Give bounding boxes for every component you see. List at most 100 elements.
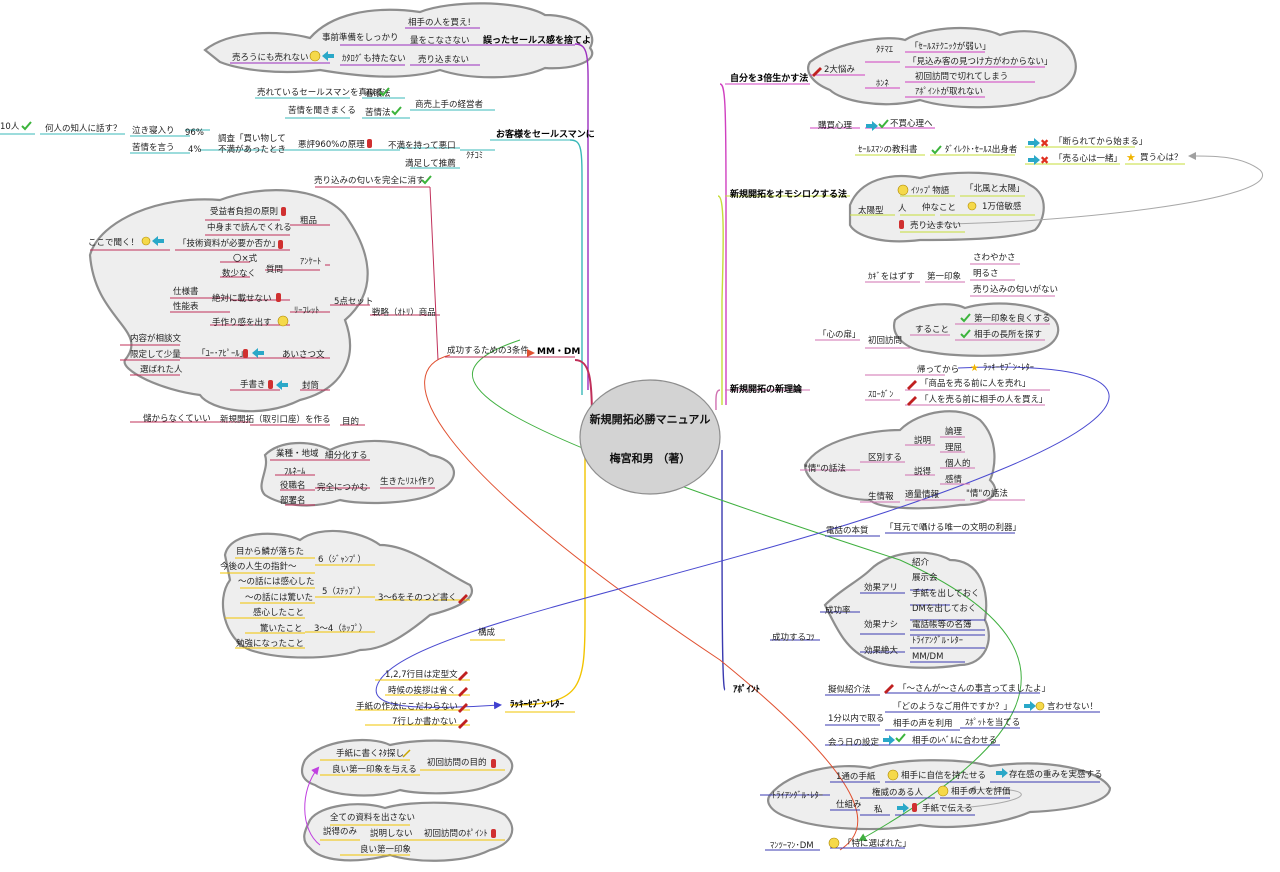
node[interactable]: 事前準備をしっかり	[322, 32, 399, 43]
node[interactable]: 勉強になったこと	[236, 638, 304, 649]
node[interactable]: 私	[874, 805, 883, 815]
node[interactable]: 「心の扉」	[818, 329, 861, 340]
node[interactable]: 擬似紹介法	[828, 684, 871, 695]
node[interactable]: 目から鱗が落ちた	[236, 546, 304, 557]
node[interactable]: 不満があったとき	[218, 144, 286, 155]
node[interactable]: 驚いたこと	[260, 623, 303, 634]
node[interactable]: 満足して推薦	[405, 158, 456, 169]
node[interactable]: 手紙を出しておく	[912, 588, 980, 599]
node[interactable]: 量をこなさない	[410, 36, 470, 46]
node[interactable]: 〇×式	[233, 253, 258, 264]
node[interactable]: 質問	[266, 264, 283, 275]
node[interactable]: ｸﾁｺﾐ	[466, 151, 483, 161]
node[interactable]: 「特に選ばれた」	[843, 838, 911, 849]
node[interactable]: 明るさ	[973, 269, 999, 279]
node[interactable]: 個人的	[945, 458, 971, 469]
node[interactable]: 1,2,7行目は定型文	[385, 669, 458, 680]
node[interactable]: ｱﾎﾟｲﾝﾄが取れない	[915, 86, 983, 97]
node[interactable]: "情"の話法	[966, 488, 1008, 499]
node[interactable]: 不買心理へ	[890, 119, 933, 129]
node[interactable]: 4%	[188, 145, 202, 155]
node[interactable]: 売ろうにも売れない	[232, 52, 309, 63]
node[interactable]: 何人の知人に話す？	[45, 123, 122, 134]
node[interactable]: 全ての資料を出さない	[330, 812, 415, 823]
node[interactable]: 内容が相談文	[130, 333, 182, 344]
node[interactable]: 「売る心は一緒」	[1054, 153, 1122, 164]
node[interactable]: 区別する	[868, 453, 902, 463]
node[interactable]: 1分以内で取る	[828, 713, 884, 724]
node[interactable]: 仕様書	[173, 286, 199, 297]
node[interactable]: 権威のある人	[872, 787, 924, 798]
node[interactable]: 部署名	[280, 495, 306, 506]
node[interactable]: 太陽型	[858, 205, 884, 216]
node[interactable]: 「ｾｰﾙｽﾃｸﾆｯｸが弱い」	[910, 41, 991, 52]
node[interactable]: 5（ｽﾃｯﾌﾟ）	[322, 586, 366, 597]
node[interactable]: 効果アリ	[864, 582, 898, 593]
node[interactable]: 6（ｼﾞｬﾝﾌﾟ）	[318, 554, 366, 565]
node[interactable]: 購買心理	[818, 120, 853, 131]
node[interactable]: 論理	[945, 426, 963, 437]
node[interactable]: 封筒	[302, 380, 319, 391]
node[interactable]: 悪評960%の原理	[298, 139, 365, 150]
node[interactable]: 手書き	[240, 379, 266, 390]
node[interactable]: 第一印象	[927, 271, 962, 282]
node[interactable]: ｽﾎﾟｯﾄを当てる	[965, 717, 1020, 728]
node[interactable]: 感情	[945, 474, 963, 485]
node[interactable]: 展示会	[912, 572, 938, 583]
node[interactable]: 説得のみ	[323, 826, 358, 837]
node[interactable]: ここで聞く！	[88, 238, 139, 248]
node[interactable]: 7行しか書かない	[392, 716, 457, 727]
node[interactable]: 中身まで読んでくれる	[207, 222, 292, 233]
node[interactable]: 売り込まない	[418, 54, 469, 65]
node[interactable]: 「ﾕｰ･ｱﾋﾟｰﾙ」	[197, 349, 248, 359]
node[interactable]: 会う日の設定	[828, 737, 880, 748]
node[interactable]: 人	[898, 204, 907, 214]
node[interactable]: ﾗｯｷｰｾﾌﾞﾝ･ﾚﾀｰ	[983, 363, 1034, 373]
branch-triple-self[interactable]: 自分を3倍生かす法 2大悩み ﾀﾃﾏｴ 「ｾｰﾙｽﾃｸﾆｯｸが弱い」 「見込み客…	[730, 41, 1053, 131]
central-topic[interactable]	[579, 379, 721, 495]
node[interactable]: 着眼法	[365, 88, 391, 99]
node[interactable]: 効果絶大	[864, 645, 899, 656]
branch-label[interactable]: ｱﾎﾟｲﾝﾄ	[733, 683, 761, 695]
node[interactable]: 苦情を聞きまくる	[288, 105, 356, 116]
node[interactable]: 相手に自信を持たせる	[901, 770, 986, 781]
node[interactable]: 初回訪問のﾎﾟｲﾝﾄ	[424, 828, 488, 839]
node[interactable]: 手紙で伝える	[922, 803, 973, 814]
node[interactable]: あいさつ文	[282, 349, 325, 360]
node[interactable]: 言わせない！	[1047, 701, 1098, 712]
node[interactable]: 96%	[185, 128, 204, 138]
node[interactable]: 説明	[914, 435, 931, 446]
node[interactable]: 役職名	[280, 480, 306, 491]
node[interactable]: 今後の人生の指針〜	[220, 561, 297, 572]
node[interactable]: 数少なく	[222, 268, 256, 279]
node[interactable]: 手紙に書くﾈﾀ探し	[336, 748, 404, 759]
node[interactable]: 説得	[914, 466, 932, 477]
branch-label[interactable]: 自分を3倍生かす法	[730, 72, 808, 84]
node[interactable]: 新規開拓（取引口座）を作る	[220, 414, 331, 425]
node[interactable]: 効果ナシ	[864, 619, 898, 630]
node[interactable]: 適量情報	[905, 489, 940, 500]
node[interactable]: 戦略（ｵﾄﾘ）商品	[372, 307, 436, 318]
node[interactable]: 10人	[0, 122, 20, 132]
node[interactable]: 1通の手紙	[836, 771, 876, 782]
node[interactable]: 手作り感を出す	[212, 317, 272, 328]
node[interactable]: 「〜さんが〜さんの事言ってましたよ」	[898, 683, 1050, 694]
branch-appointment[interactable]: ｱﾎﾟｲﾝﾄ 電話の本質 「耳元で囁ける唯一の文明の利器」 成功するｺﾂ 成功率…	[733, 522, 1103, 851]
node[interactable]: ｽﾛｰｶﾞﾝ	[868, 390, 894, 400]
branch-three-conditions[interactable]: 成功するための3条件 MM・DM 戦略（ｵﾄﾘ）商品 5点セット 粗品 受益者負…	[88, 206, 580, 506]
node[interactable]: 苦情法	[365, 107, 391, 118]
node[interactable]: 説明しない	[370, 828, 413, 839]
node[interactable]: 相手の長所を探す	[974, 329, 1042, 340]
node[interactable]: 仲なこと	[922, 202, 956, 213]
node[interactable]: ﾀﾃﾏｴ	[876, 45, 893, 55]
node[interactable]: 調査「買い物して	[218, 133, 286, 144]
node[interactable]: 「人を売る前に相手の人を買え」	[920, 394, 1048, 405]
node[interactable]: 売れているセールスマンを真似る	[257, 87, 384, 98]
node[interactable]: MM/DM	[912, 652, 943, 662]
branch-make-it-fun[interactable]: 新規開拓をオモシロクする法 ｾｰﾙｽﾏﾝの教科書 ﾀﾞｲﾚｸﾄ･ｾｰﾙｽ出身者 …	[730, 136, 1183, 231]
node[interactable]: ｲｿｯﾌﾟ物語	[911, 185, 950, 196]
node[interactable]: 生きたﾘｽﾄ作り	[380, 476, 435, 487]
node[interactable]: 「商品を売る前に人を売れ」	[920, 378, 1031, 389]
branch-label[interactable]: 成功するための3条件	[447, 345, 529, 356]
branch-tag[interactable]: MM・DM	[537, 347, 580, 357]
